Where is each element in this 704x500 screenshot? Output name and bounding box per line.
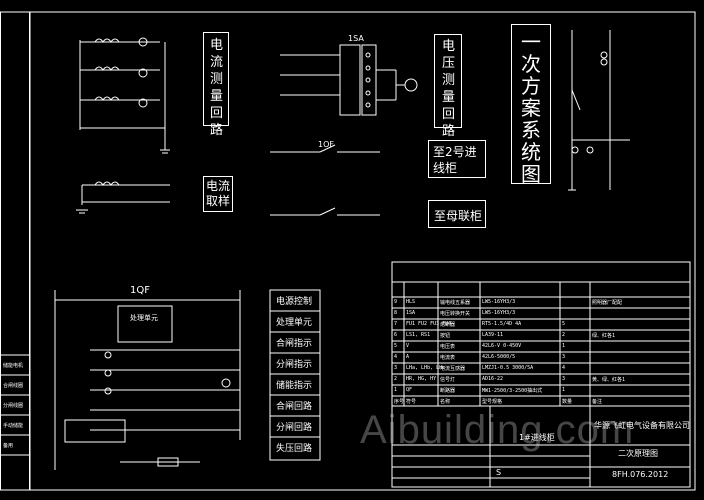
current-measure-label: 电流测量回路 <box>210 38 226 138</box>
table-cell: 电压转换开关 <box>440 311 471 317</box>
table-cell: MW1-2500/3-2500抽出式 <box>482 388 543 394</box>
table-cell: AD16-22 <box>482 376 504 382</box>
table-cell: 5 <box>562 321 566 327</box>
table-cell: 电流表 <box>440 355 456 361</box>
table-cell: 2 <box>394 376 398 382</box>
to-bus-tie-block: 至母联柜 <box>428 200 486 228</box>
table-cell: RT5-1.5/4D 4A <box>482 321 522 327</box>
processing-unit-label: 处理单元 <box>130 314 158 322</box>
to-bus-tie-label: 至母联柜 <box>434 209 483 223</box>
drawing-number: 8FH.076.2012 <box>612 470 669 479</box>
table-cell: 8 <box>394 310 398 316</box>
side-label: 分闸线圈 <box>3 403 24 409</box>
side-label: 备用 <box>3 443 14 449</box>
function-label: 失压回路 <box>276 444 313 454</box>
table-cell: 黄、绿、红各1 <box>592 377 626 383</box>
table-cell: LMZJ1-0.5 3000/5A <box>482 365 534 371</box>
secondary-scheme-label: 一次方案系统图 <box>521 30 541 186</box>
table-cell: LHa, LHb, LHc <box>406 365 446 371</box>
table-header-cell: 型号规格 <box>482 399 503 405</box>
function-label: 分闸指示 <box>276 360 313 370</box>
table-cell: 5 <box>394 343 398 349</box>
to-incoming-block: 至2号进线柜 <box>428 140 486 178</box>
table-cell: 照明器厂配配 <box>592 300 623 306</box>
aux-contact-label: 1OF <box>318 140 334 149</box>
function-label: 合闸回路 <box>276 402 313 412</box>
secondary-scheme-block: 一次方案系统图 <box>511 24 551 186</box>
function-label: 合闸指示 <box>276 339 313 349</box>
table-cell: 4 <box>562 365 566 371</box>
current-sampling-block: 电流取样 <box>203 176 233 212</box>
voltage-measure-block: 电压测量回路 <box>434 34 462 139</box>
table-cell: 输电线五系器 <box>440 300 471 306</box>
current-sampling-label: 电流取样 <box>206 179 231 208</box>
current-measure-block: 电流测量回路 <box>203 32 229 138</box>
function-label: 分闸回路 <box>276 423 313 433</box>
table-cell: 6 <box>394 332 398 338</box>
table-cell: 电压表 <box>440 344 456 350</box>
table-cell: A <box>406 354 410 360</box>
table-cell: 按钮 <box>440 333 451 339</box>
table-cell: HR, HG, HY <box>406 376 437 382</box>
table-header-cell: 备注 <box>592 399 603 405</box>
drawing-name: 二次原理图 <box>618 449 658 458</box>
breaker-label: 1QF <box>130 285 150 296</box>
table-header-cell: 序号 <box>394 399 405 405</box>
table-header-cell: 符号 <box>406 399 417 405</box>
scale-label: S <box>496 468 502 477</box>
watermark: Aibuilding.com <box>360 408 635 452</box>
table-cell: 1 <box>562 343 566 349</box>
table-cell: LS1, RS1 <box>406 332 431 338</box>
table-cell: FU1 FU2 FU3 FU4 <box>406 321 452 327</box>
table-cell: V <box>406 343 410 349</box>
table-cell: LW5-16YH3/3 <box>482 310 516 316</box>
function-label: 储能指示 <box>276 381 313 391</box>
table-cell: 1SA <box>406 310 416 316</box>
switch-label: 1SA <box>348 34 364 43</box>
table-cell: 42L6-5000/5 <box>482 354 516 360</box>
cabinet-title: 1#进线柜 <box>519 433 555 442</box>
voltage-measure-label: 电压测量回路 <box>442 39 456 139</box>
table-cell: QF <box>406 387 413 393</box>
table-cell: 绿、红各1 <box>592 333 616 339</box>
table-cell: 7 <box>394 321 398 327</box>
table-header-cell: 数量 <box>562 399 573 405</box>
table-cell: 3 <box>394 365 398 371</box>
table-cell: 电流互感器 <box>440 366 466 372</box>
table-cell: 3 <box>562 354 566 360</box>
table-cell: HLS <box>406 299 416 305</box>
table-cell: 9 <box>394 299 398 305</box>
table-header-cell: 名称 <box>440 399 451 405</box>
side-label: 手动储能 <box>3 423 24 429</box>
side-label: 合闸线圈 <box>3 383 24 389</box>
table-cell: 断路器 <box>440 388 456 394</box>
function-label: 处理单元 <box>276 318 313 328</box>
company-name: 华源飞虹电气设备有限公司 <box>594 421 690 430</box>
table-cell: 1 <box>562 387 566 393</box>
table-cell: 1 <box>394 387 398 393</box>
table-cell: 2 <box>562 332 566 338</box>
table-cell: 42L6-V 0-450V <box>482 343 522 349</box>
function-label: 电源控制 <box>276 297 313 307</box>
table-cell: 信号灯 <box>440 377 456 383</box>
table-cell: 熔断器 <box>440 322 456 328</box>
table-cell: 4 <box>394 354 398 360</box>
side-label: 储能电机 <box>3 363 24 369</box>
to-incoming-label: 至2号进线柜 <box>433 145 477 175</box>
table-cell: 3 <box>562 376 566 382</box>
table-cell: LA39-11 <box>482 332 504 338</box>
table-cell: LW5-16YH3/3 <box>482 299 516 305</box>
